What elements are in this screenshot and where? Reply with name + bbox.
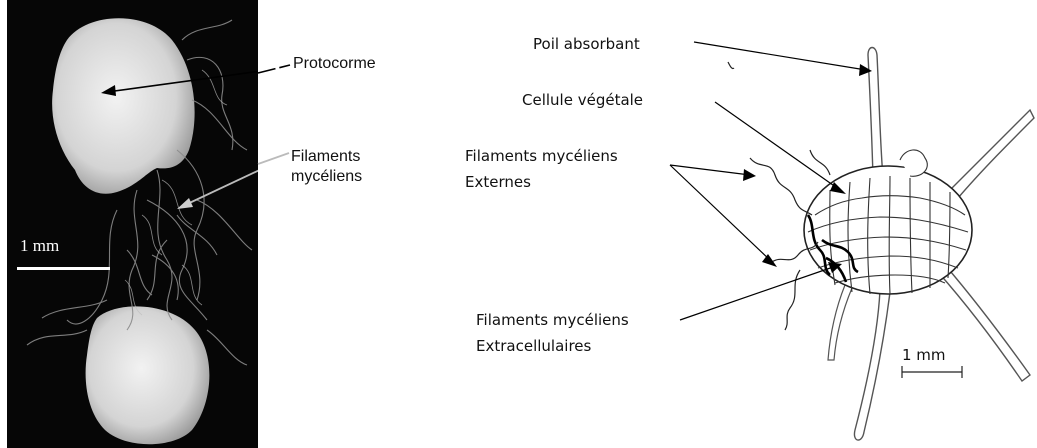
label-protocorme: Protocorme [293, 54, 376, 73]
arrow-cellule [715, 102, 840, 190]
arrow-poil [694, 42, 866, 70]
hair-right [950, 110, 1034, 198]
label-externes-line1: Filaments mycéliens [465, 144, 618, 169]
label-extra-line1: Filaments mycéliens [476, 308, 629, 333]
drawing-scale-label: 1 mm [902, 346, 946, 364]
arrow-extra [680, 266, 836, 320]
arrow-externes-b [670, 165, 772, 262]
hair-bottom-left [828, 285, 852, 360]
label-cellule-vegetale: Cellule végétale [522, 88, 643, 113]
label-filaments-line2: mycéliens [291, 167, 362, 186]
absorbent-hair [868, 48, 883, 179]
label-externes-line2: Externes [465, 170, 531, 195]
drawing-scale-bar [902, 366, 962, 378]
label-poil-absorbant: Poil absorbant [533, 32, 640, 57]
external-mycelium [728, 62, 830, 330]
hair-bottom [854, 290, 890, 440]
label-filaments-line1: Filaments [291, 147, 360, 166]
hair-lower-right [938, 265, 1030, 381]
arrow-externes-a [670, 165, 750, 175]
label-extra-line2: Extracellulaires [476, 334, 591, 359]
